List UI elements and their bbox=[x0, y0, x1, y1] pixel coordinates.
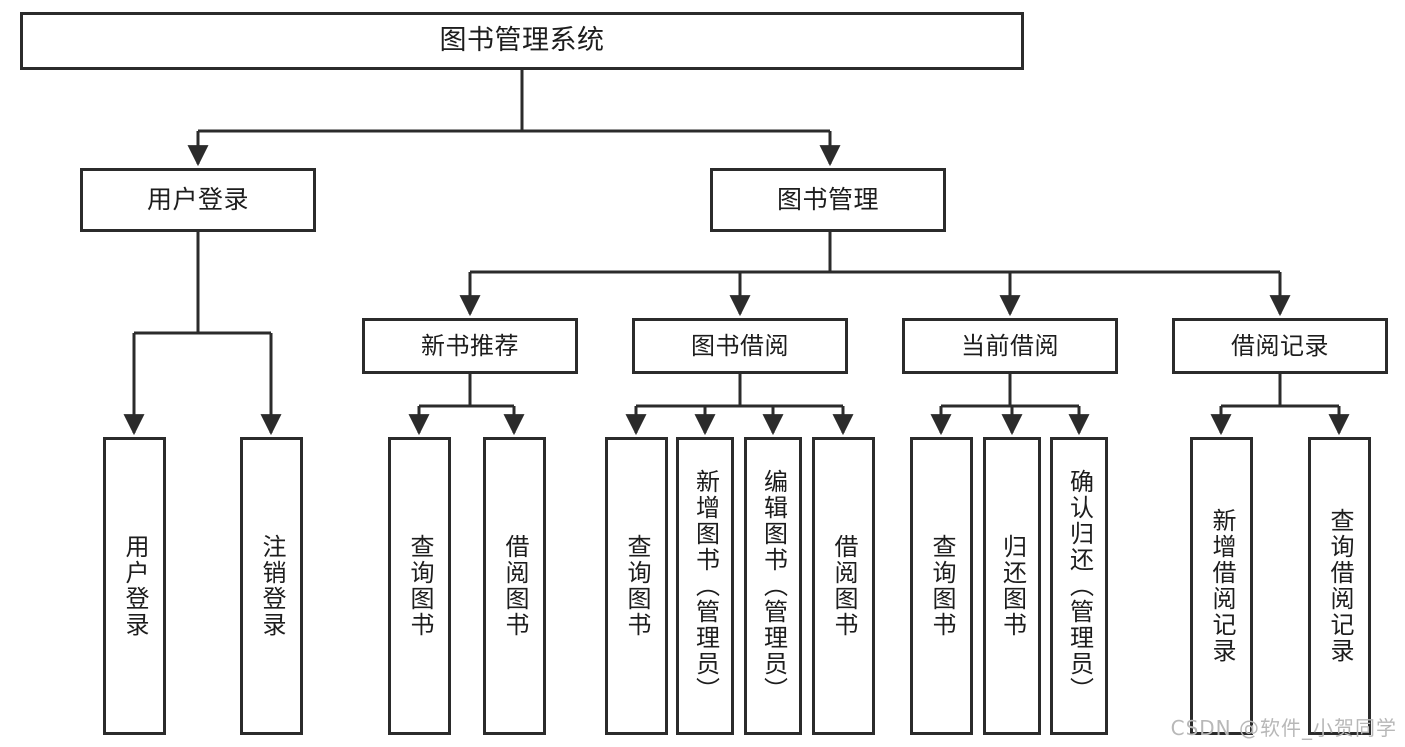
node-leaf-query-book-3[interactable]: 查询图书 bbox=[910, 437, 973, 735]
node-leaf-borrow-book-1-label: 借阅图书 bbox=[500, 534, 529, 638]
node-book-management[interactable]: 图书管理 bbox=[710, 168, 946, 232]
node-borrow-record[interactable]: 借阅记录 bbox=[1172, 318, 1388, 374]
node-leaf-add-record-label: 新增借阅记录 bbox=[1207, 508, 1236, 664]
node-borrow-record-label: 借阅记录 bbox=[1231, 331, 1329, 360]
node-user-login-label: 用户登录 bbox=[146, 185, 249, 215]
node-leaf-return-book[interactable]: 归还图书 bbox=[983, 437, 1041, 735]
node-leaf-query-book-2[interactable]: 查询图书 bbox=[605, 437, 668, 735]
node-leaf-add-book[interactable]: 新增图书（管理员） bbox=[676, 437, 734, 735]
node-leaf-return-book-label: 归还图书 bbox=[998, 534, 1027, 638]
node-user-login[interactable]: 用户登录 bbox=[80, 168, 316, 232]
node-leaf-edit-book[interactable]: 编辑图书（管理员） bbox=[744, 437, 802, 735]
node-book-borrow-label: 图书借阅 bbox=[691, 331, 789, 360]
node-leaf-borrow-book-2-label: 借阅图书 bbox=[829, 534, 858, 638]
node-leaf-borrow-book-1[interactable]: 借阅图书 bbox=[483, 437, 546, 735]
node-root-label: 图书管理系统 bbox=[439, 25, 605, 57]
node-leaf-borrow-book-2[interactable]: 借阅图书 bbox=[812, 437, 875, 735]
node-new-book-recommend[interactable]: 新书推荐 bbox=[362, 318, 578, 374]
node-new-book-recommend-label: 新书推荐 bbox=[421, 331, 519, 360]
node-leaf-user-logout-label: 注销登录 bbox=[257, 534, 286, 638]
node-leaf-query-record[interactable]: 查询借阅记录 bbox=[1308, 437, 1371, 735]
node-leaf-query-book-1-label: 查询图书 bbox=[405, 534, 434, 638]
node-leaf-user-logout[interactable]: 注销登录 bbox=[240, 437, 303, 735]
node-leaf-confirm-return-label: 确认归还（管理员） bbox=[1065, 469, 1094, 703]
node-leaf-query-book-3-label: 查询图书 bbox=[927, 534, 956, 638]
node-leaf-user-login-label: 用户登录 bbox=[120, 534, 149, 638]
node-leaf-add-book-label: 新增图书（管理员） bbox=[691, 469, 720, 703]
node-leaf-confirm-return[interactable]: 确认归还（管理员） bbox=[1050, 437, 1108, 735]
node-leaf-query-record-label: 查询借阅记录 bbox=[1325, 508, 1354, 664]
node-leaf-query-book-1[interactable]: 查询图书 bbox=[388, 437, 451, 735]
watermark: CSDN @软件_小贺同学 bbox=[1170, 716, 1397, 740]
node-root[interactable]: 图书管理系统 bbox=[20, 12, 1024, 70]
node-leaf-query-book-2-label: 查询图书 bbox=[622, 534, 651, 638]
node-leaf-add-record[interactable]: 新增借阅记录 bbox=[1190, 437, 1253, 735]
node-current-borrow-label: 当前借阅 bbox=[961, 331, 1059, 360]
node-leaf-user-login[interactable]: 用户登录 bbox=[103, 437, 166, 735]
node-current-borrow[interactable]: 当前借阅 bbox=[902, 318, 1118, 374]
node-leaf-edit-book-label: 编辑图书（管理员） bbox=[759, 469, 788, 703]
node-book-management-label: 图书管理 bbox=[776, 185, 879, 215]
node-book-borrow[interactable]: 图书借阅 bbox=[632, 318, 848, 374]
